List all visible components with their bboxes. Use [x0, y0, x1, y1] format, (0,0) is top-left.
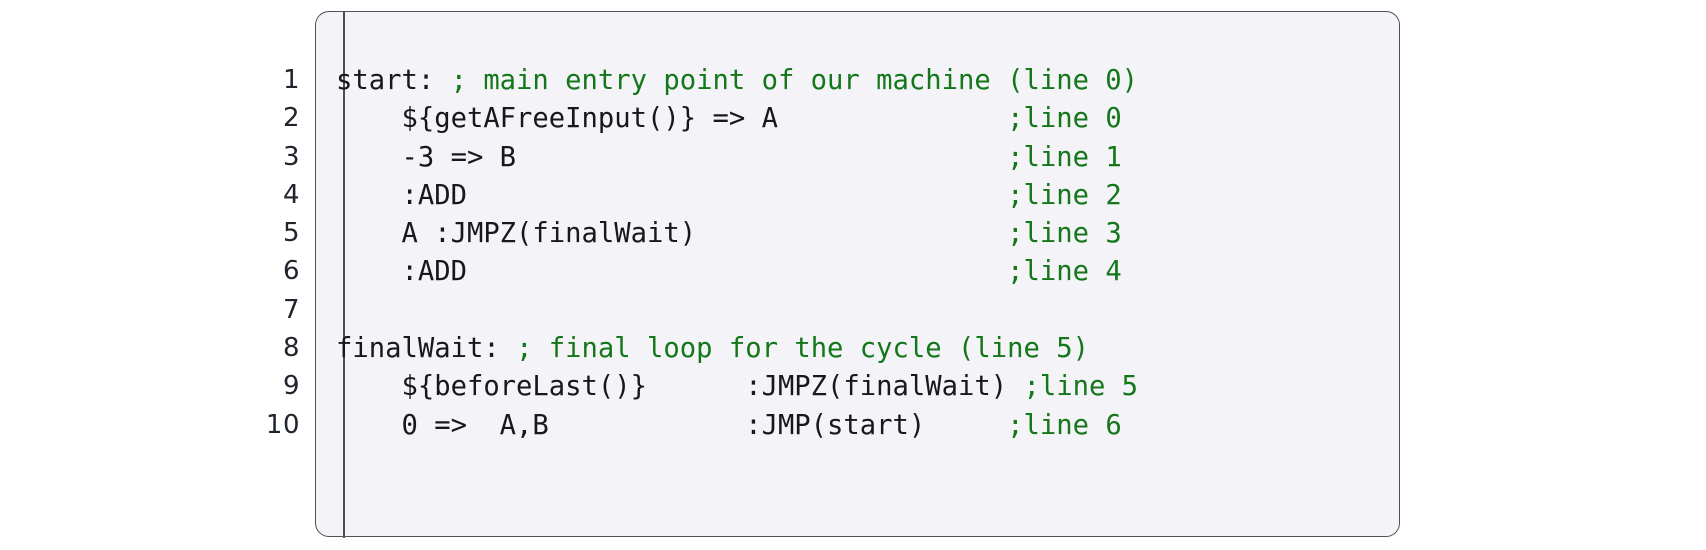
code-content[interactable]: start: ; main entry point of our machine… [336, 62, 1399, 445]
line-number: 4 [282, 179, 300, 210]
code-token: ${beforeLast()} :JMPZ(finalWait) [336, 371, 1024, 403]
line-number: 3 [282, 141, 300, 172]
code-comment: ; final loop for the cycle (line 5) [516, 333, 1089, 365]
code-token: ${getAFreeInput()} => A [336, 103, 1008, 135]
line-number: 2 [282, 103, 300, 134]
code-token: 0 => A,B :JMP(start) [336, 409, 1008, 441]
code-line[interactable]: A :JMPZ(finalWait) ;line 3 [336, 215, 1399, 253]
code-line[interactable]: ${beforeLast()} :JMPZ(finalWait) ;line 5 [336, 368, 1399, 406]
code-block-card: start: ; main entry point of our machine… [315, 11, 1400, 538]
code-line[interactable]: 0 => A,B :JMP(start) ;line 6 [336, 407, 1399, 445]
gutter-divider-rule [343, 12, 346, 538]
code-comment: ;line 5 [1023, 371, 1139, 403]
line-number: 7 [282, 294, 300, 325]
line-number: 6 [282, 256, 300, 287]
code-line[interactable]: -3 => B ;line 1 [336, 139, 1399, 177]
code-comment: ;line 1 [1007, 141, 1122, 173]
line-number: 8 [282, 333, 300, 364]
code-line[interactable]: ​ [336, 292, 1399, 330]
code-line[interactable]: :ADD ;line 4 [336, 253, 1399, 291]
code-line[interactable]: start: ; main entry point of our machine… [336, 62, 1399, 100]
code-token: A :JMPZ(finalWait) [336, 218, 1008, 250]
code-comment: ;line 4 [1007, 256, 1122, 288]
code-token: :ADD [336, 256, 1008, 288]
line-number: 10 [265, 409, 300, 440]
code-comment: ;line 6 [1007, 409, 1122, 441]
code-comment: ;line 2 [1007, 179, 1122, 211]
code-line[interactable]: :ADD ;line 2 [336, 177, 1399, 215]
code-comment: ; main entry point of our machine (line … [450, 65, 1139, 96]
code-line[interactable]: finalWait: ; final loop for the cycle (l… [336, 330, 1399, 368]
code-line[interactable]: ${getAFreeInput()} => A ;line 0 [336, 100, 1399, 138]
code-token: -3 => B [336, 141, 1008, 173]
code-token: finalWait: [336, 333, 517, 365]
code-comment: ;line 3 [1007, 218, 1122, 250]
code-comment: ;line 0 [1007, 103, 1122, 135]
line-number: 5 [282, 218, 300, 249]
line-number-gutter: 1 2 3 4 5 6 7 8 9 10 [232, 61, 300, 444]
line-number: 1 [282, 65, 300, 95]
code-token: :ADD [336, 179, 1008, 211]
code-token: start: [336, 65, 451, 96]
line-number: 9 [282, 371, 300, 402]
